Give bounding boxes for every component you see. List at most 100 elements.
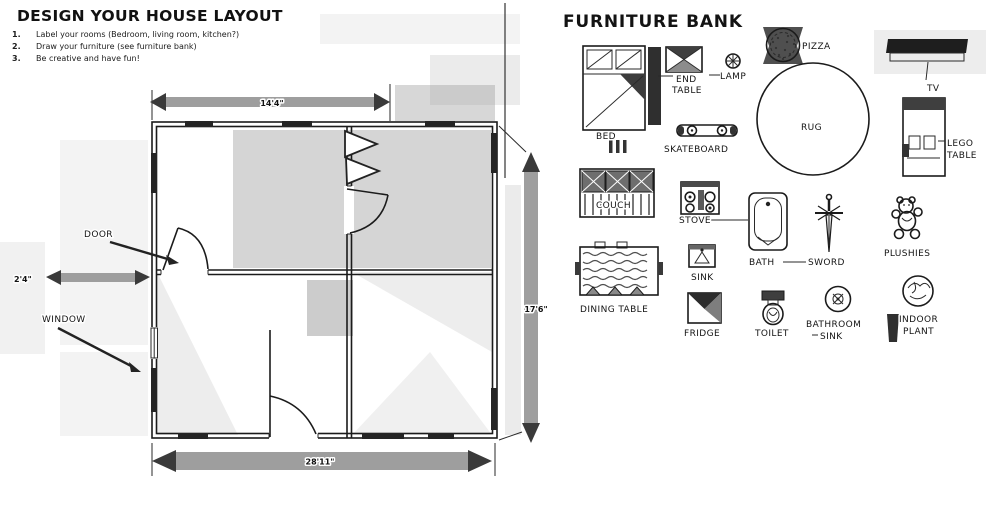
bank-item-bathroom-sink[interactable]: BATHROOM SINK — [806, 285, 861, 343]
step-text: Label your rooms (Bedroom, living room, … — [36, 30, 240, 39]
furniture-label: INDOOR — [899, 315, 938, 325]
pizza-icon — [763, 27, 803, 64]
furniture-label: SKATEBOARD — [664, 145, 728, 155]
interior-wall-horizontal — [156, 269, 493, 276]
furniture-label: STOVE — [679, 216, 711, 226]
furniture-label: FRIDGE — [684, 329, 720, 339]
furniture-label: PIZZA — [802, 42, 831, 52]
furniture-label: PLUSHIES — [884, 249, 930, 259]
door-annotation-arrow — [109, 240, 172, 262]
bath-icon — [748, 192, 806, 263]
end-table-icon — [658, 46, 703, 77]
instruction-step-3: 3. Be creative and have fun! — [12, 54, 239, 64]
bank-item-tv[interactable]: TV — [886, 39, 968, 96]
dimension-right: 17'6" — [498, 125, 549, 443]
bed-icon — [582, 45, 661, 153]
door-annotation-label: DOOR — [84, 230, 113, 240]
furniture-bank: FURNITURE BANK BED — [563, 12, 977, 343]
step-number: 3. — [12, 54, 21, 63]
fridge-icon — [687, 292, 722, 324]
stove-icon — [680, 181, 748, 221]
furniture-label: PLANT — [903, 327, 934, 337]
bank-item-rug[interactable]: RUG — [756, 62, 870, 176]
sword-icon — [815, 193, 843, 253]
indoor-plant-icon — [887, 275, 934, 342]
dimension-top-label: 14'4" — [260, 99, 283, 108]
furniture-label: SINK — [820, 332, 843, 342]
bank-item-toilet[interactable]: TOILET — [754, 290, 789, 339]
wall-window-segments — [151, 121, 497, 439]
dimension-left: 2'4" — [13, 270, 150, 286]
bank-item-sink[interactable]: SINK — [688, 244, 716, 283]
furniture-label: DINING TABLE — [580, 305, 648, 315]
bathroom-sink-icon — [812, 285, 852, 336]
door-3 — [269, 394, 317, 437]
step-text: Be creative and have fun! — [36, 54, 140, 63]
couch-icon — [579, 168, 655, 218]
bank-item-sword[interactable]: SWORD — [808, 193, 845, 269]
bank-item-plushies[interactable]: PLUSHIES — [884, 196, 930, 259]
furniture-label: BED — [596, 132, 616, 142]
bank-item-indoor-plant[interactable]: INDOOR PLANT — [887, 275, 939, 342]
sink-icon — [688, 244, 716, 268]
bank-item-bath[interactable]: BATH — [748, 192, 806, 268]
dimension-right-label: 17'6" — [524, 305, 547, 314]
furniture-label: TABLE — [671, 86, 702, 96]
sketch-chevrons — [344, 129, 382, 186]
bank-item-skateboard[interactable]: SKATEBOARD — [664, 124, 738, 155]
furniture-label: BATH — [749, 258, 775, 268]
lamp-icon — [709, 53, 741, 76]
bank-item-fridge[interactable]: FRIDGE — [684, 292, 722, 339]
furniture-label: END — [676, 75, 697, 85]
furniture-label: SWORD — [808, 258, 845, 268]
step-number: 2. — [12, 42, 21, 51]
furniture-label: LAMP — [720, 72, 746, 82]
bank-item-dining-table[interactable]: DINING TABLE — [575, 241, 663, 315]
instructions: 1. Label your rooms (Bedroom, living roo… — [12, 30, 239, 64]
floor-plan-canvas[interactable]: DOOR WINDOW 14'4" — [13, 84, 549, 476]
rug-icon — [756, 62, 870, 176]
step-number: 1. — [12, 30, 21, 39]
furniture-label: RUG — [801, 123, 822, 133]
bank-item-end-table[interactable]: END TABLE — [658, 46, 703, 96]
window-annotation: WINDOW — [41, 314, 141, 372]
bank-item-stove[interactable]: STOVE — [678, 181, 748, 228]
bank-item-couch[interactable]: COUCH — [579, 168, 655, 218]
window-annotation-label: WINDOW — [42, 315, 86, 325]
bank-item-lego-table[interactable]: LEGO TABLE — [902, 97, 977, 177]
toilet-icon — [761, 290, 785, 326]
door-annotation: DOOR — [83, 229, 179, 265]
furniture-label: LEGO — [947, 139, 973, 149]
window-left — [150, 327, 158, 359]
dimension-bottom-label: 28'11" — [306, 458, 335, 467]
bank-item-bed[interactable]: BED — [582, 45, 661, 153]
instruction-step-2: 2. Draw your furniture (see furniture ba… — [12, 42, 239, 52]
dimension-bottom: 28'11" — [151, 443, 496, 476]
bank-item-pizza[interactable]: PIZZA — [763, 27, 832, 64]
furniture-label: COUCH — [596, 201, 631, 211]
furniture-label: SINK — [691, 273, 714, 283]
lego-table-icon — [902, 97, 946, 177]
skateboard-icon — [676, 124, 738, 137]
door-1 — [162, 227, 209, 271]
wall-openings — [148, 186, 354, 440]
dimension-top: 14'4" — [150, 84, 391, 121]
outer-wall — [151, 121, 498, 439]
pencil-shading — [0, 14, 986, 436]
instruction-step-1: 1. Label your rooms (Bedroom, living roo… — [12, 30, 239, 40]
furniture-label: BATHROOM — [806, 320, 861, 330]
door-2 — [346, 188, 389, 234]
plushies-icon — [891, 196, 923, 240]
page-title: DESIGN YOUR HOUSE LAYOUT — [17, 7, 283, 25]
furniture-bank-title: FURNITURE BANK — [563, 12, 743, 32]
furniture-label: TABLE — [946, 151, 977, 161]
dining-table-icon — [575, 241, 663, 296]
door-jambs — [160, 185, 352, 438]
tv-icon — [886, 39, 968, 81]
bank-item-lamp[interactable]: LAMP — [709, 53, 746, 82]
furniture-label: TOILET — [754, 329, 789, 339]
window-annotation-arrow — [57, 326, 134, 369]
step-text: Draw your furniture (see furniture bank) — [36, 42, 197, 51]
